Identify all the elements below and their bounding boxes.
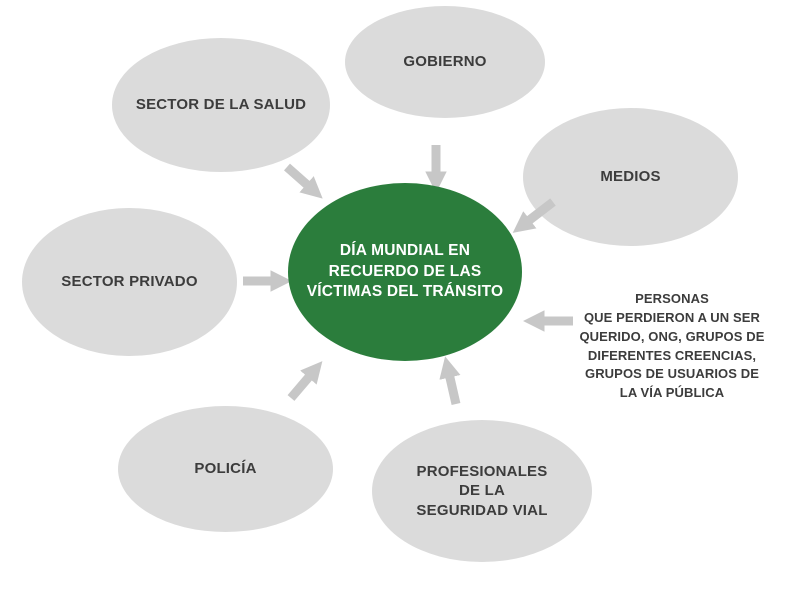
node-policia: POLICÍA [118,406,333,532]
node-sector-privado-label: SECTOR PRIVADO [61,273,198,291]
personas-line-5: GRUPOS DE USUARIOS DE [584,366,759,382]
personas-line-4: DIFERENTES CREENCIAS, [587,347,757,363]
center-node-dia-mundial: DÍA MUNDIAL EN RECUERDO DE LAS VÍCTIMAS … [288,183,522,361]
node-profesionales-line-2: DE LA [459,482,505,500]
node-sector-privado: SECTOR PRIVADO [22,208,237,356]
node-gobierno-label: GOBIERNO [403,53,487,71]
node-sector-salud-label: SECTOR DE LA SALUD [135,96,307,114]
personas-line-3: QUERIDO, ONG, GRUPOS DE [579,328,765,344]
center-line-3: VÍCTIMAS DEL TRÁNSITO [306,283,504,301]
node-personas-text-block: PERSONAS QUE PERDIERON A UN SER QUERIDO,… [562,290,782,403]
arrow-from-salud [284,163,323,199]
personas-line-1: PERSONAS [635,291,709,306]
personas-line-6: LA VÍA PÚBLICA [619,385,725,401]
center-line-2: RECUERDO DE LAS [328,262,482,280]
node-medios: MEDIOS [523,108,738,246]
node-policia-label: POLICÍA [194,460,257,478]
node-gobierno: GOBIERNO [345,6,545,118]
node-profesionales-seguridad-vial: PROFESIONALES DE LA SEGURIDAD VIAL [372,420,592,562]
node-medios-label: MEDIOS [600,168,661,186]
personas-line-2: QUE PERDIERON A UN SER [583,309,761,325]
center-line-1: DÍA MUNDIAL EN [339,241,471,259]
arrow-from-policia [287,361,323,401]
node-sector-salud: SECTOR DE LA SALUD [112,38,330,172]
node-profesionales-line-3: SEGURIDAD VIAL [416,501,548,519]
node-profesionales-line-1: PROFESIONALES [416,462,548,480]
arrow-from-profesionales [439,356,461,406]
